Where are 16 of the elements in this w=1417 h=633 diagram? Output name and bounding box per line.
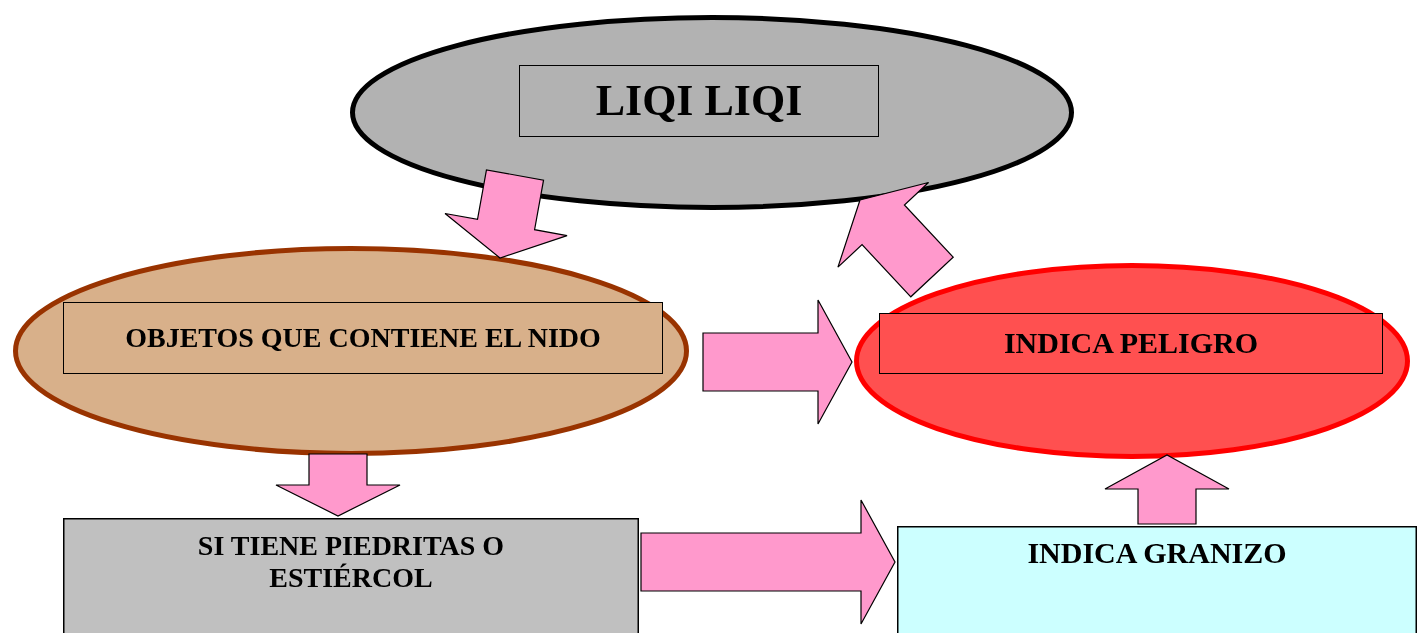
node-label: LIQI LIQI: [519, 65, 879, 137]
node-label: SI TIENE PIEDRITAS O ESTIÉRCOL: [196, 530, 506, 596]
process-box: [63, 518, 639, 633]
ellipse-node: [350, 15, 1074, 210]
ellipse-node: [854, 263, 1410, 459]
ellipse-node: [13, 246, 689, 456]
block-arrow: [837, 181, 955, 298]
block-arrow: [444, 169, 568, 259]
node-label: INDICA GRANIZO: [1026, 536, 1288, 571]
block-arrow: [702, 299, 853, 425]
node-label: OBJETOS QUE CONTIENE EL NIDO: [63, 302, 663, 374]
process-box: [897, 526, 1417, 633]
block-arrow: [275, 453, 401, 517]
block-arrow: [640, 499, 896, 625]
node-label: INDICA PELIGRO: [879, 313, 1383, 374]
block-arrow: [1104, 454, 1230, 525]
